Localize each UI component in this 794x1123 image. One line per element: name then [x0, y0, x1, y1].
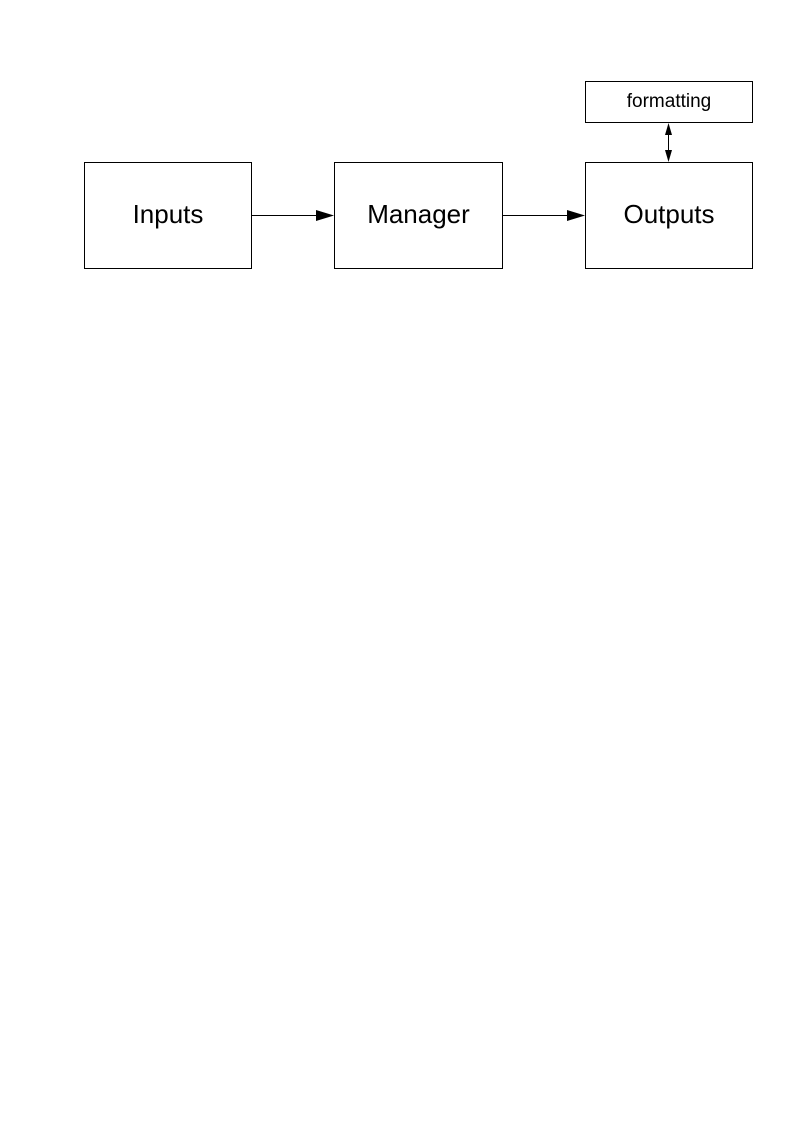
node-outputs-box: [585, 162, 753, 269]
node-manager-box: [334, 162, 503, 269]
node-inputs[interactable]: Inputs: [84, 162, 252, 269]
edge-manager-to-outputs: [503, 210, 585, 221]
node-formatting-box: [585, 81, 753, 123]
arrowhead-up-icon: [665, 123, 672, 135]
node-inputs-label: Inputs: [133, 199, 204, 229]
node-formatting-label: formatting: [627, 91, 711, 112]
node-manager[interactable]: Manager: [334, 162, 503, 269]
node-formatting[interactable]: formatting: [585, 81, 753, 123]
node-inputs-box: [84, 162, 252, 269]
node-outputs-label: Outputs: [623, 199, 714, 229]
node-outputs[interactable]: Outputs: [585, 162, 753, 269]
node-manager-label: Manager: [367, 199, 470, 229]
arrowhead-right-icon: [567, 210, 585, 221]
edge-inputs-to-manager: [252, 210, 334, 221]
arrowhead-right-icon: [316, 210, 334, 221]
arrowhead-down-icon: [665, 150, 672, 162]
edge-outputs-formatting: [665, 123, 672, 162]
